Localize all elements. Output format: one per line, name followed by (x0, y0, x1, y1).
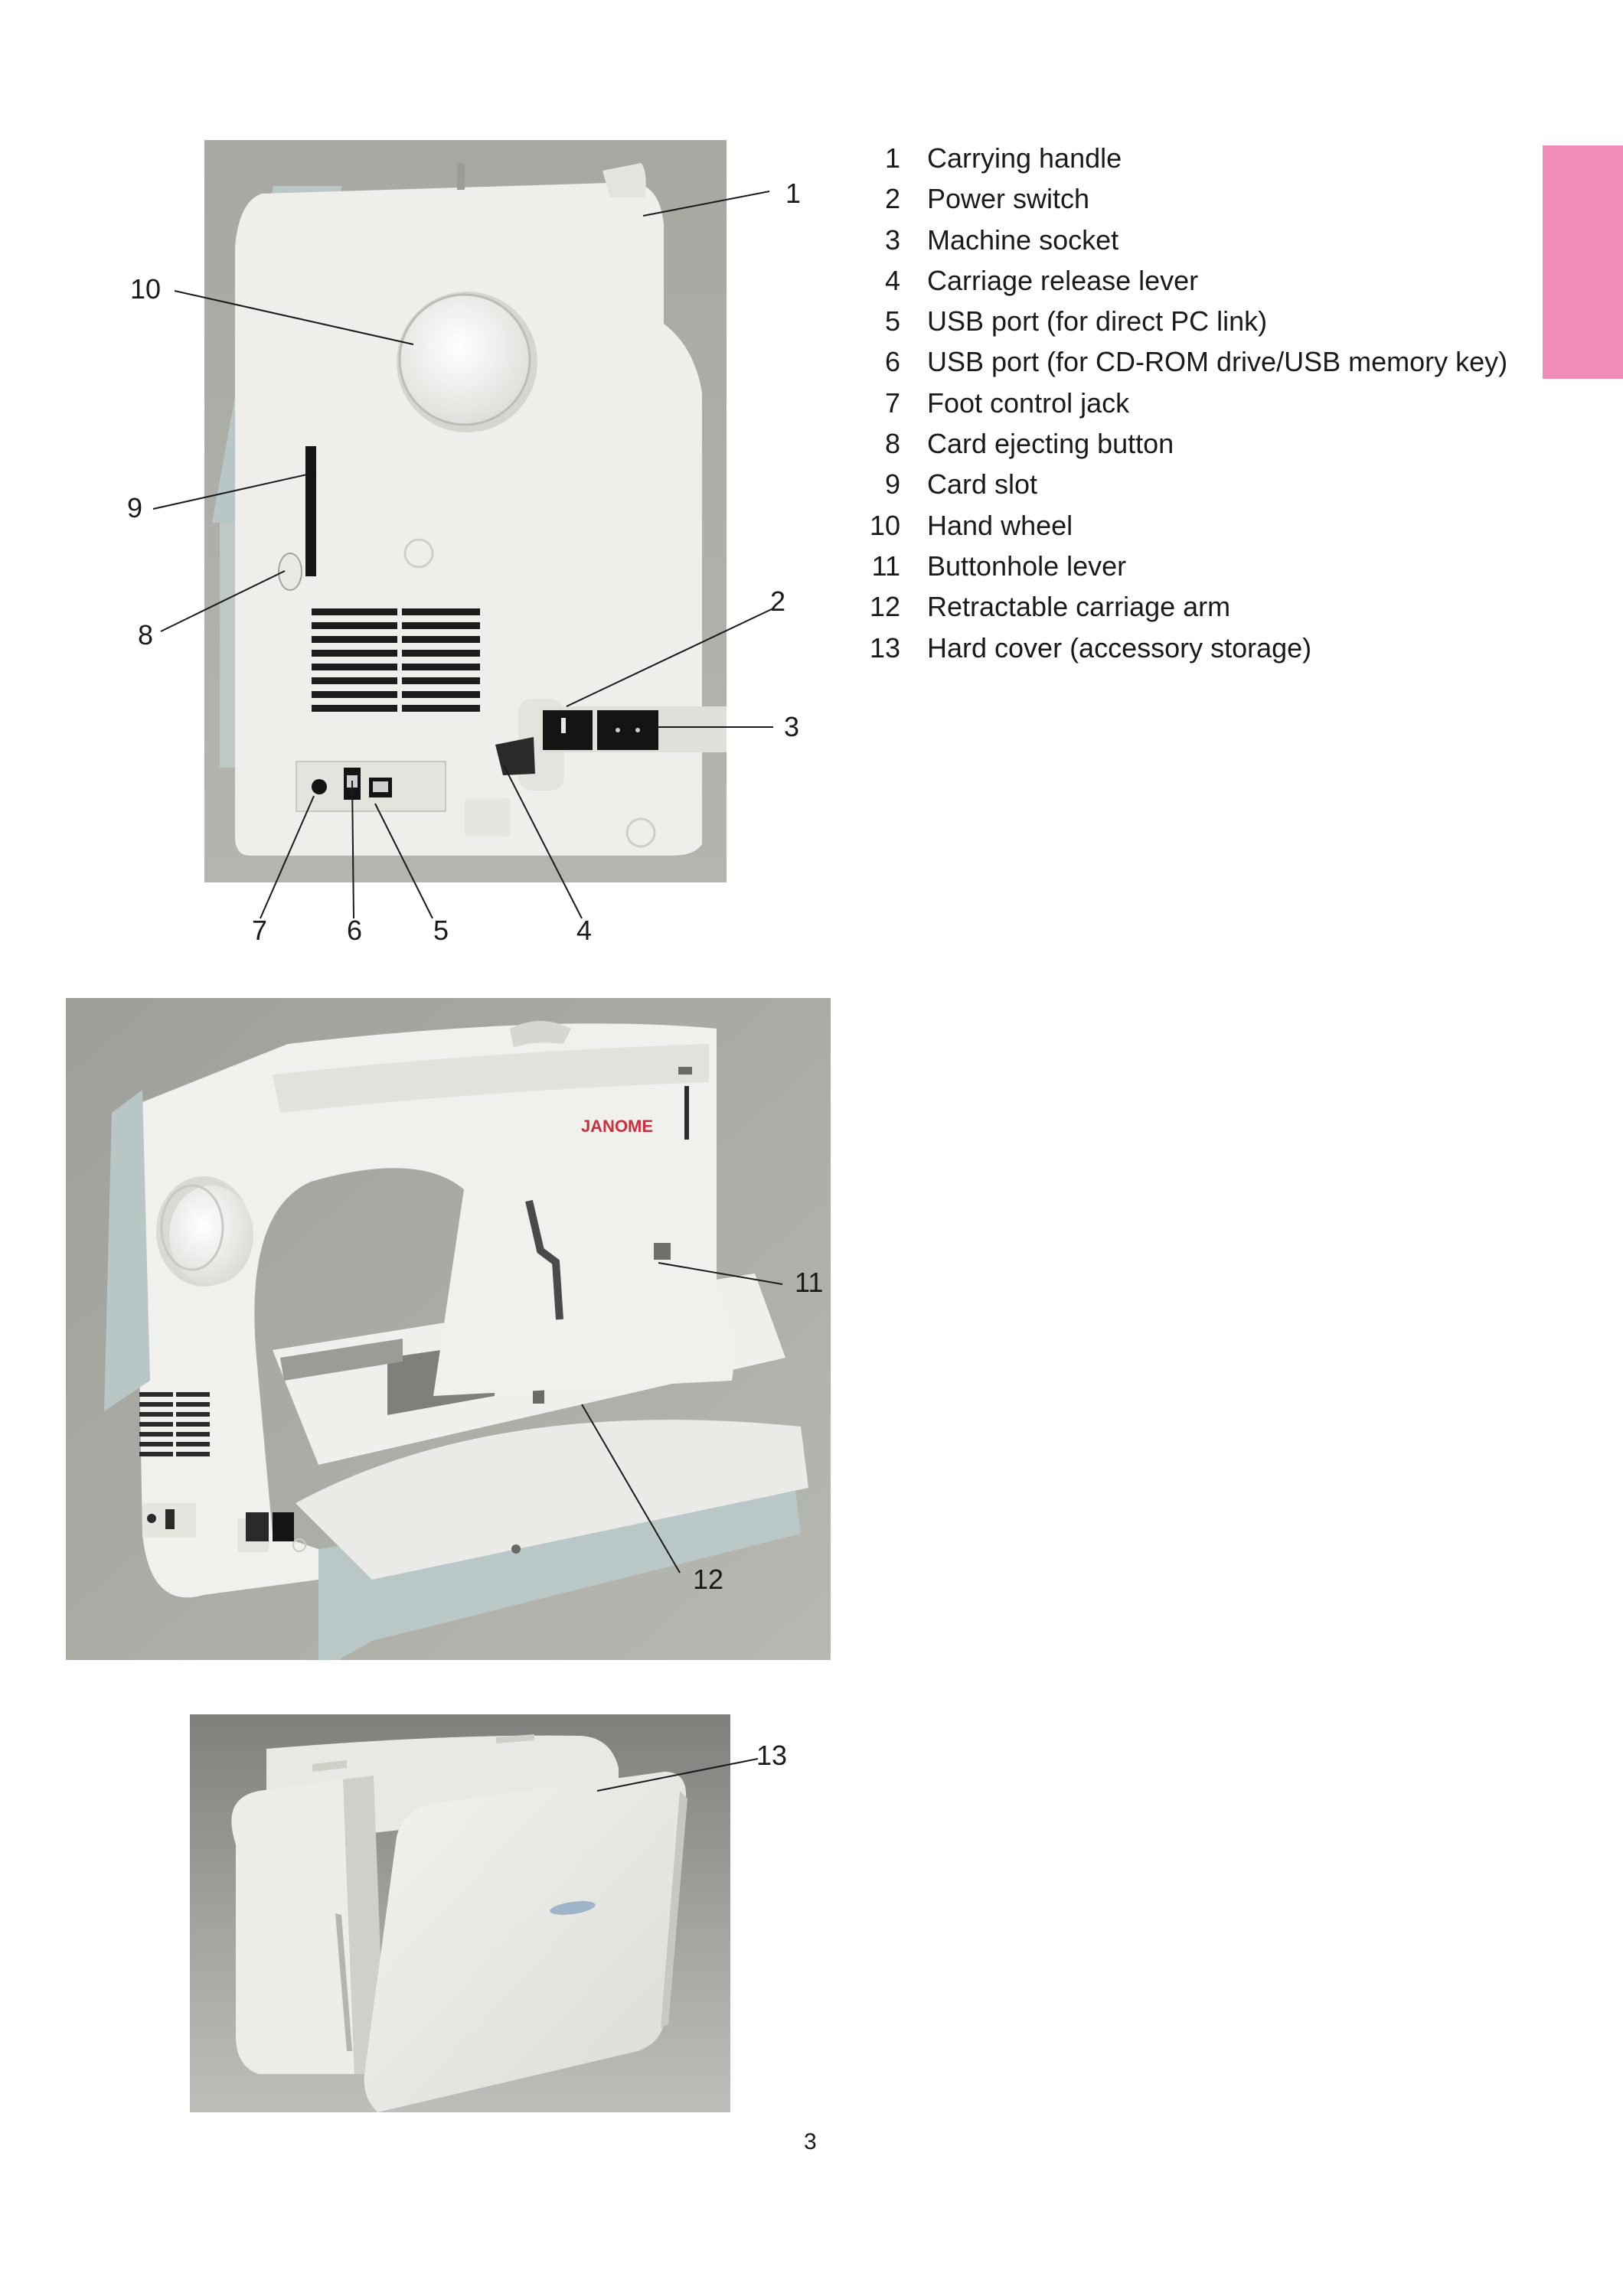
part-number: 9 (884, 468, 900, 501)
part-number: 13 (869, 631, 900, 664)
callout-10: 10 (130, 273, 162, 305)
parts-list-item: 9 Card slot (842, 464, 1507, 504)
part-label: USB port (for CD-ROM drive/USB memory ke… (927, 346, 1508, 378)
part-number: 1 (884, 142, 900, 174)
callout-11: 11 (795, 1267, 824, 1298)
part-number: 2 (884, 183, 900, 215)
part-label: Carrying handle (927, 142, 1122, 174)
machine-side-view-photo (204, 140, 727, 882)
parts-list-item: 7 Foot control jack (842, 383, 1507, 423)
part-number: 11 (871, 550, 900, 582)
callout-8: 8 (138, 619, 154, 651)
hard-cover-photo (190, 1714, 730, 2112)
page-number: 3 (804, 2129, 817, 2154)
callout-9: 9 (127, 492, 143, 523)
part-number: 4 (884, 264, 900, 296)
parts-list: 1 Carrying handle 2 Power switch 3 Machine … (842, 138, 1507, 668)
parts-list-item: 6 USB port (for CD-ROM drive/USB memory k… (842, 341, 1507, 382)
part-number: 5 (884, 305, 900, 338)
callout-7: 7 (252, 915, 268, 946)
part-label: Buttonhole lever (927, 550, 1127, 582)
machine-front-view-photo: JANOME (66, 998, 831, 1660)
parts-list-item: 10 Hand wheel (842, 505, 1507, 546)
section-tab-marker (1543, 145, 1623, 379)
part-label: Card ejecting button (927, 428, 1174, 460)
callout-4: 4 (576, 915, 593, 946)
part-number: 10 (869, 509, 900, 541)
parts-list-item: 12 Retractable carriage arm (842, 586, 1507, 627)
part-number: 12 (869, 591, 900, 623)
part-number: 3 (884, 223, 900, 256)
parts-list-item: 2 Power switch (842, 178, 1507, 219)
parts-list-item: 4 Carriage release lever (842, 260, 1507, 301)
part-label: Power switch (927, 183, 1090, 215)
part-label: Foot control jack (927, 386, 1130, 419)
part-label: Hand wheel (927, 509, 1073, 541)
callout-13: 13 (756, 1740, 788, 1771)
callout-6: 6 (347, 915, 363, 946)
part-label: Hard cover (accessory storage) (927, 631, 1312, 664)
part-label: Retractable carriage arm (927, 591, 1231, 623)
part-label: USB port (for direct PC link) (927, 305, 1268, 338)
callout-1: 1 (785, 178, 802, 209)
parts-list-item: 3 Machine socket (842, 220, 1507, 260)
parts-list-item: 8 Card ejecting button (842, 423, 1507, 464)
part-label: Card slot (927, 468, 1038, 501)
part-number: 8 (884, 428, 900, 460)
part-number: 6 (884, 346, 900, 378)
parts-list-item: 1 Carrying handle (842, 138, 1507, 178)
parts-list-item: 5 USB port (for direct PC link) (842, 301, 1507, 341)
callout-5: 5 (433, 915, 449, 946)
part-number: 7 (884, 386, 900, 419)
callout-12: 12 (693, 1564, 724, 1595)
parts-list-item: 11 Buttonhole lever (842, 546, 1507, 586)
parts-list-item: 13 Hard cover (accessory storage) (842, 628, 1507, 668)
part-label: Machine socket (927, 223, 1119, 256)
janome-logo: JANOME (581, 1117, 653, 1136)
callout-2: 2 (770, 585, 786, 617)
callout-3: 3 (784, 711, 800, 742)
part-label: Carriage release lever (927, 264, 1199, 296)
